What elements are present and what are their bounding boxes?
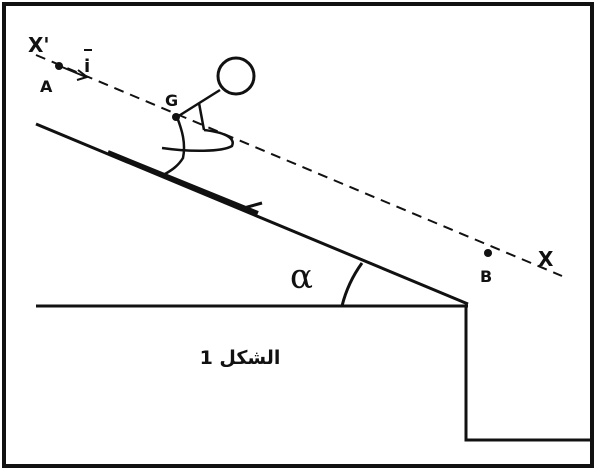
- skier-icon: [107, 56, 263, 215]
- angle-arc: [340, 262, 364, 307]
- axis-line: [35, 54, 563, 277]
- point-a: [55, 62, 63, 70]
- angle-label-alpha: α: [290, 257, 313, 297]
- incline-line: [35, 122, 469, 306]
- axis-label-x-prime: X': [28, 33, 50, 57]
- figure-caption: الشكل 1: [200, 347, 281, 369]
- point-label-g: G: [165, 91, 178, 110]
- point-label-b: B: [480, 267, 492, 286]
- axis-label-x: X: [538, 247, 554, 271]
- point-b: [484, 249, 492, 257]
- point-label-a: A: [40, 77, 53, 96]
- cliff-edge: [464, 306, 590, 442]
- vector-label-i: i: [84, 56, 90, 77]
- unit-vector-i-icon: [61, 49, 92, 81]
